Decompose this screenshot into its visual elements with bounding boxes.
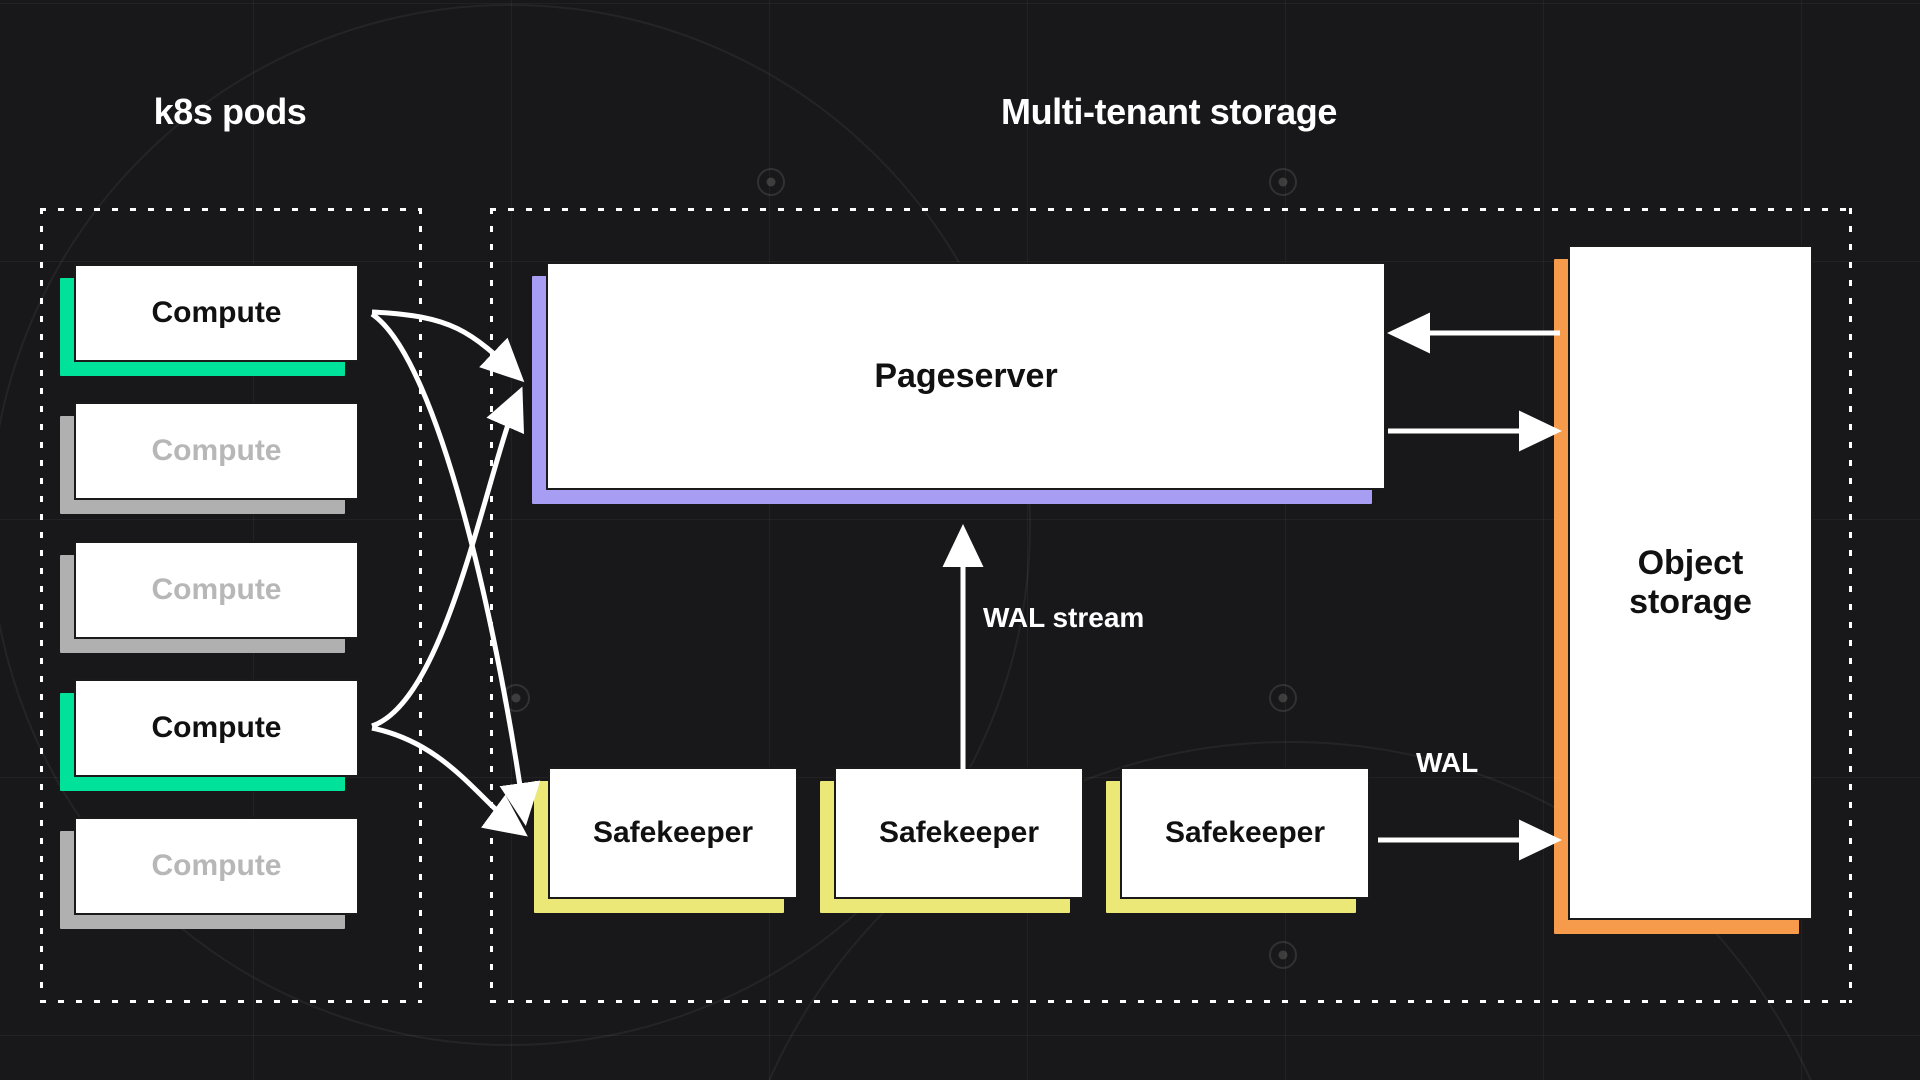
node-compute-3[interactable]: Compute xyxy=(60,541,359,653)
node-safekeeper-1[interactable]: Safekeeper xyxy=(534,767,798,913)
compute-4-label: Compute xyxy=(74,679,359,777)
node-object-storage[interactable]: Object storage xyxy=(1554,245,1813,934)
compute-1-label: Compute xyxy=(74,264,359,362)
safekeeper-2-label: Safekeeper xyxy=(834,767,1084,899)
compute-2-label: Compute xyxy=(74,402,359,500)
node-compute-5[interactable]: Compute xyxy=(60,817,359,929)
safekeeper-3-label: Safekeeper xyxy=(1120,767,1370,899)
node-compute-2[interactable]: Compute xyxy=(60,402,359,514)
group-title-k8s-pods: k8s pods xyxy=(153,91,307,132)
node-safekeeper-2[interactable]: Safekeeper xyxy=(820,767,1084,913)
pageserver-label: Pageserver xyxy=(546,262,1386,490)
compute-3-label: Compute xyxy=(74,541,359,639)
object-storage-label: Object storage xyxy=(1568,245,1813,920)
object-storage-label-line1: Object xyxy=(1637,544,1744,583)
compute-5-label: Compute xyxy=(74,817,359,915)
edge-label-wal: WAL xyxy=(1416,747,1479,778)
node-compute-4[interactable]: Compute xyxy=(60,679,359,791)
node-safekeeper-3[interactable]: Safekeeper xyxy=(1106,767,1370,913)
safekeeper-1-label: Safekeeper xyxy=(548,767,798,899)
node-compute-1[interactable]: Compute xyxy=(60,264,359,376)
group-title-multi-tenant-storage: Multi-tenant storage xyxy=(1000,91,1338,132)
edge-label-wal-stream: WAL stream xyxy=(983,602,1145,633)
object-storage-label-line2: storage xyxy=(1629,582,1752,621)
node-pageserver[interactable]: Pageserver xyxy=(532,262,1386,504)
